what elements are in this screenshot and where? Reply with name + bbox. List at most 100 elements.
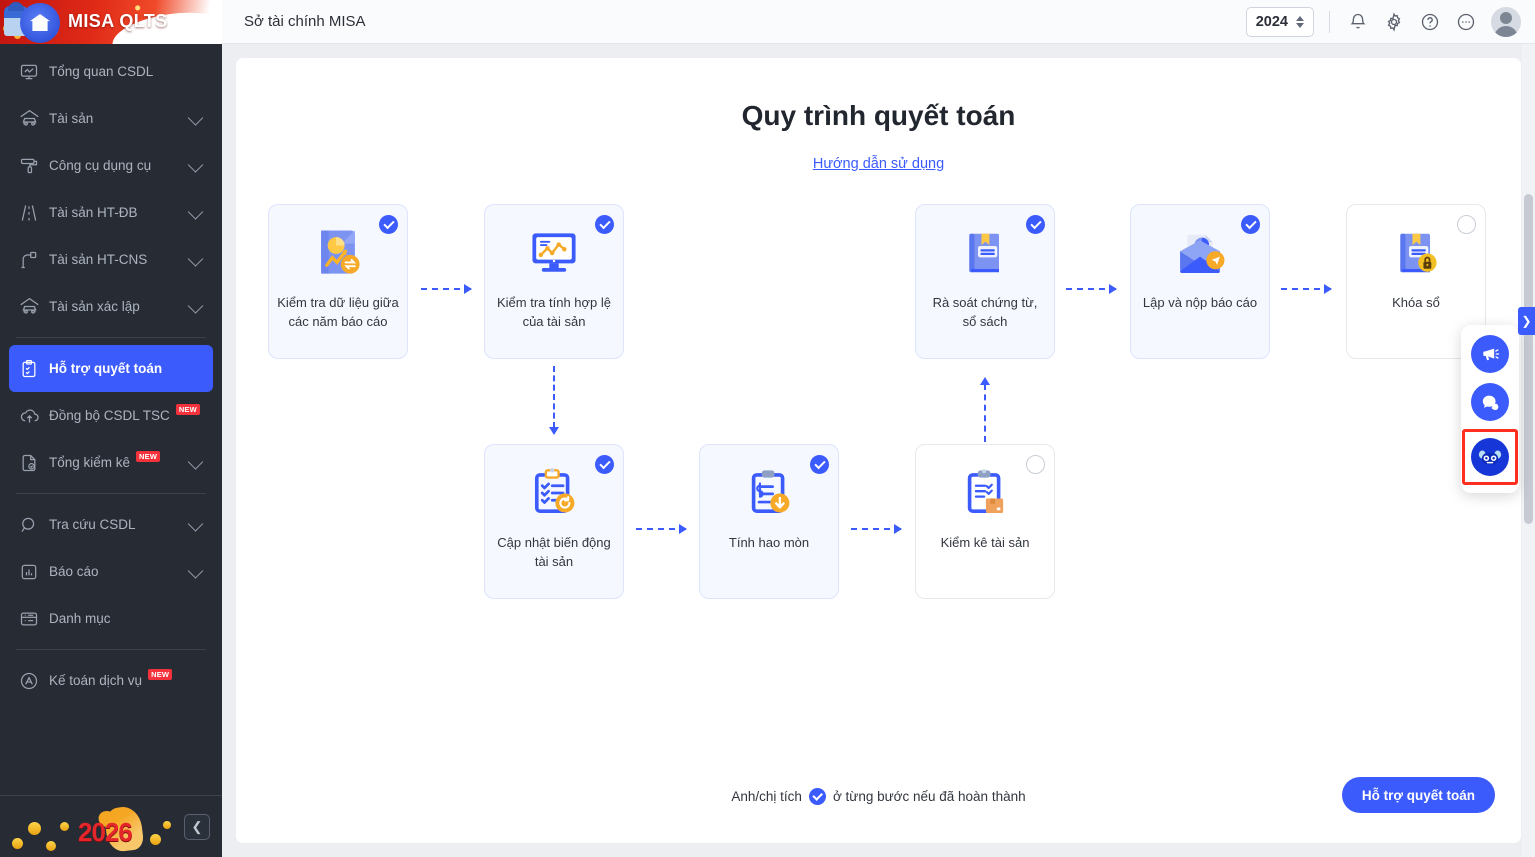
stepper-arrows-icon[interactable] — [1296, 15, 1304, 28]
step-check-toggle[interactable] — [1457, 215, 1476, 234]
sidebar-item-tra-cuu-csdl[interactable]: Tra cứu CSDL — [9, 501, 213, 548]
topbar: Sở tài chính MISA 2024 — [222, 0, 1535, 44]
page-org-title: Sở tài chính MISA — [244, 13, 366, 30]
floating-action-rail — [1461, 325, 1519, 493]
step-check-toggle[interactable] — [379, 215, 398, 234]
ho-tro-quyet-toan-button[interactable]: Hỗ trợ quyết toán — [1341, 777, 1495, 813]
badge-new: NEW — [175, 404, 200, 415]
chevron-down-icon — [187, 250, 204, 267]
road-icon — [19, 201, 49, 225]
clipboard-refresh-icon — [485, 462, 623, 524]
step-check-toggle[interactable] — [1241, 215, 1260, 234]
topbar-actions: 2024 — [1245, 6, 1521, 37]
user-avatar[interactable] — [1491, 6, 1521, 37]
step-label: Rà soát chứng từ, sổ sách — [932, 295, 1038, 329]
search-icon — [19, 513, 49, 537]
sidebar-item-label: Tổng quan CSDL — [49, 64, 154, 79]
sidebar-item-tong-kiem-ke[interactable]: Tổng kiểm kê NEW — [9, 439, 213, 486]
list-icon — [19, 607, 49, 631]
chatbot-icon[interactable] — [1471, 438, 1509, 476]
sidebar-item-label: Tài sản HT-ĐB — [49, 205, 138, 220]
flow-step-kiem-ke-tai-san[interactable]: Kiểm kê tài sản — [915, 444, 1055, 599]
rail-item-announcement[interactable] — [1471, 335, 1509, 373]
arrow-step2-step3 — [549, 366, 559, 435]
step-label: Kiểm tra tính hợp lệ của tài sản — [496, 295, 612, 329]
sidebar-item-bao-cao[interactable]: Báo cáo — [9, 548, 213, 595]
guide-link[interactable]: Hướng dẫn sử dụng — [812, 156, 945, 172]
announcement-icon[interactable] — [1471, 335, 1509, 373]
step-check-toggle[interactable] — [810, 455, 829, 474]
step-check-toggle[interactable] — [595, 455, 614, 474]
sidebar-item-tai-san-ht-db[interactable]: Tài sản HT-ĐB — [9, 189, 213, 236]
page-title: Quy trình quyết toán — [741, 100, 1016, 131]
sidebar-item-ke-toan-dich-vu[interactable]: Kế toán dịch vụ NEW — [9, 657, 213, 704]
sidebar-item-label: Tổng kiểm kê — [49, 455, 131, 470]
dashboard-icon — [19, 60, 49, 84]
clipboard-box-icon — [916, 462, 1054, 524]
bar-chart-icon — [19, 560, 49, 584]
more-icon[interactable] — [1453, 9, 1479, 35]
tet-new-year-decoration-icon: 2026 — [0, 797, 190, 857]
help-icon[interactable] — [1417, 9, 1443, 35]
step-label: Lập và nộp báo cáo — [1142, 295, 1258, 310]
car-garage-icon — [19, 107, 49, 131]
envelope-chart-send-icon — [1131, 222, 1269, 284]
flow-step-lap-va-nop-bao-cao[interactable]: Lập và nộp báo cáo — [1130, 204, 1270, 359]
sidebar-item-dong-bo-csdl-tsc[interactable]: Đồng bộ CSDL TSC NEW — [9, 392, 213, 439]
gear-icon[interactable] — [1381, 9, 1407, 35]
sidebar-item-label: Kế toán dịch vụ — [49, 673, 143, 688]
sidebar-logo[interactable]: MISA QLTS — [0, 0, 222, 44]
chevron-down-icon — [187, 203, 204, 220]
chevron-down-icon — [187, 562, 204, 579]
quyet-toan-panel: Quy trình quyết toán Hướng dẫn sử dụng — [236, 58, 1521, 843]
sidebar-item-ho-tro-quyet-toan[interactable]: Hỗ trợ quyết toán — [9, 345, 213, 392]
workflow-diagram: Kiểm tra dữ liệu giữa các năm báo cáo — [236, 196, 1521, 666]
sidebar-item-cong-cu-dung-cu[interactable]: Công cụ dụng cụ — [9, 142, 213, 189]
sidebar-item-danh-muc[interactable]: Danh mục — [9, 595, 213, 642]
arrow-step5-step6 — [980, 377, 990, 442]
rail-item-chat[interactable] — [1471, 383, 1509, 421]
sidebar-nav: Tổng quan CSDL Tài sản Công cụ dụng cụ — [0, 44, 222, 795]
rail-toggle-button[interactable]: ❯ — [1518, 307, 1535, 335]
step-check-toggle[interactable] — [595, 215, 614, 234]
legend-suffix-text: ở từng bước nếu đã hoàn thành — [832, 789, 1026, 804]
sidebar-item-label: Công cụ dụng cụ — [49, 158, 152, 173]
rail-item-chatbot[interactable] — [1462, 429, 1518, 485]
chevron-down-icon — [187, 515, 204, 532]
year-value: 2024 — [1255, 13, 1288, 30]
flow-step-tinh-hao-mon[interactable]: Tính hao mòn — [699, 444, 839, 599]
bell-icon[interactable] — [1345, 9, 1371, 35]
chat-icon[interactable] — [1471, 383, 1509, 421]
sidebar-item-label: Danh mục — [49, 611, 111, 626]
step-check-toggle[interactable] — [1026, 215, 1045, 234]
flow-step-kiem-tra-tinh-hop-le[interactable]: Kiểm tra tính hợp lệ của tài sản — [484, 204, 624, 359]
page-scrollbar[interactable] — [1522, 44, 1535, 857]
step-label: Kiểm tra dữ liệu giữa các năm báo cáo — [277, 295, 399, 329]
sidebar-collapse-button[interactable]: ❮ — [184, 813, 210, 840]
amis-icon — [19, 669, 49, 693]
scrollbar-thumb[interactable] — [1524, 194, 1533, 524]
flow-step-kiem-tra-du-lieu[interactable]: Kiểm tra dữ liệu giữa các năm báo cáo — [268, 204, 408, 359]
book-lock-icon — [1347, 222, 1485, 284]
year-selector[interactable]: 2024 — [1245, 6, 1314, 37]
paint-roller-icon — [19, 154, 49, 178]
step-check-toggle[interactable] — [1026, 455, 1045, 474]
sidebar-item-label: Tra cứu CSDL — [49, 517, 136, 532]
flow-step-cap-nhat-bien-dong[interactable]: Cập nhật biến động tài sản — [484, 444, 624, 599]
clipboard-check-icon — [19, 357, 49, 381]
sidebar-item-tai-san-xac-lap[interactable]: Tài sản xác lập — [9, 283, 213, 330]
sidebar-item-tong-quan-csdl[interactable]: Tổng quan CSDL — [9, 48, 213, 95]
sidebar-item-label: Tài sản xác lập — [49, 299, 140, 314]
step-label: Cập nhật biến động tài sản — [497, 535, 611, 569]
sidebar-item-label: Tài sản — [49, 111, 94, 126]
sidebar-item-label: Hỗ trợ quyết toán — [49, 361, 163, 376]
sidebar-item-tai-san[interactable]: Tài sản — [9, 95, 213, 142]
arrow-step7-step8 — [1281, 284, 1332, 294]
badge-new: NEW — [136, 451, 161, 462]
arrow-step6-step7 — [1066, 284, 1117, 294]
flow-step-ra-soat-chung-tu[interactable]: Rà soát chứng từ, sổ sách — [915, 204, 1055, 359]
sidebar-item-tai-san-ht-cns[interactable]: Tài sản HT-CNS — [9, 236, 213, 283]
sidebar: MISA QLTS Tổng quan CSDL Tài sản — [0, 0, 222, 857]
chevron-down-icon — [187, 297, 204, 314]
